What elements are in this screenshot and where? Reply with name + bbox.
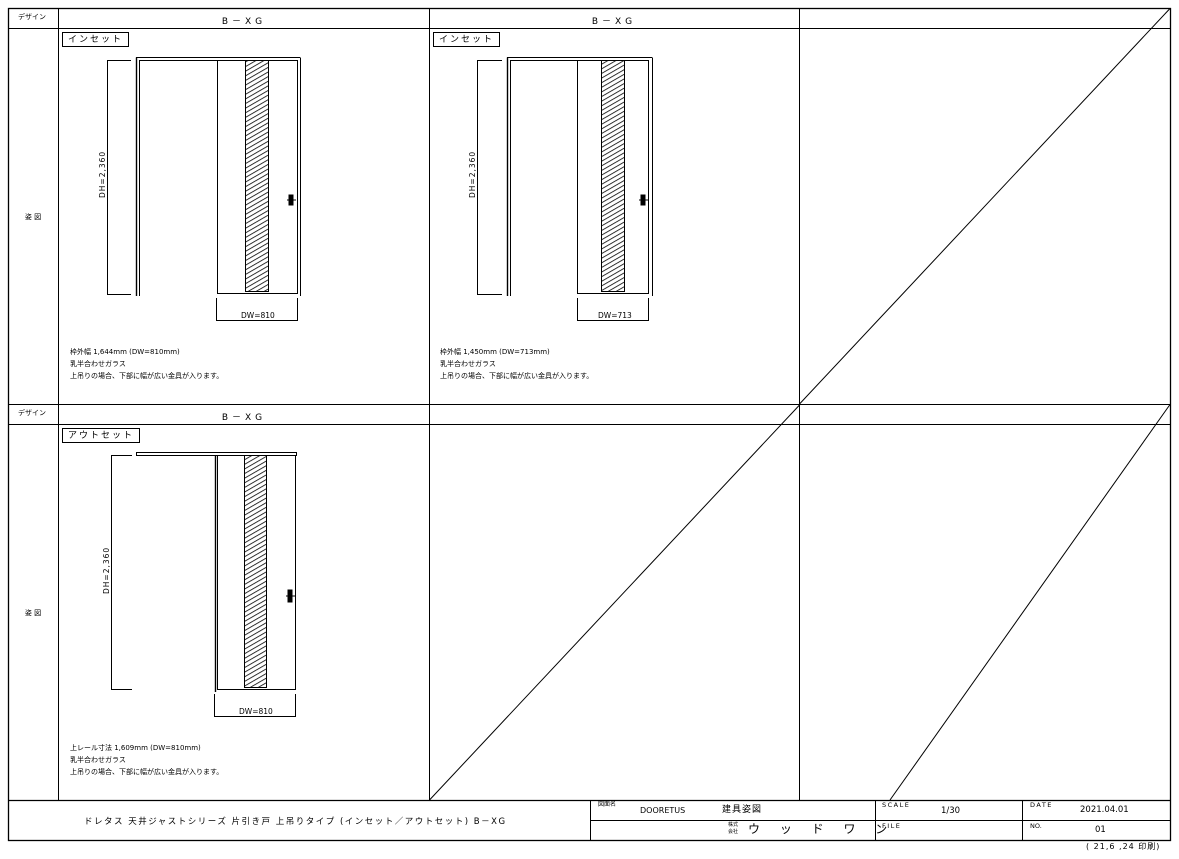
- type-tag: インセット: [62, 32, 130, 47]
- drawing-name-label: 図面名: [598, 801, 617, 808]
- door-width-label: DW=810: [241, 311, 275, 320]
- note-line: 枠外幅 1,450mm (DW=713mm): [440, 348, 550, 356]
- door-height-label: DH=2,360: [102, 546, 111, 594]
- design-header-label: デザイン: [18, 409, 46, 417]
- note-line: 上吊りの場合、下部に幅が広い金具が入ります。: [70, 768, 224, 776]
- type-tag: アウトセット: [62, 428, 141, 443]
- empty-cell-diagonal: [889, 404, 1171, 801]
- row-label: 姿 図: [24, 213, 42, 221]
- brand-name: DOORETUS: [640, 806, 686, 815]
- company-prefix: 会社: [728, 829, 739, 835]
- no-label: NO.: [1030, 822, 1042, 830]
- note-line: 上レール寸法 1,609mm (DW=810mm): [70, 744, 201, 752]
- note-line: 乳半合わせガラス: [70, 360, 126, 368]
- note-line: 上吊りの場合、下部に幅が広い金具が入ります。: [440, 372, 594, 380]
- print-date-note: ( 21,6 ,24 印刷): [1086, 842, 1161, 851]
- file-label: FILE: [882, 822, 902, 830]
- door-drawing-3: [111, 452, 297, 717]
- note-line: 上吊りの場合、下部に幅が広い金具が入ります。: [70, 372, 224, 380]
- scale-label: SCALE: [882, 801, 911, 809]
- drawing-name: 建具姿図: [722, 805, 763, 815]
- door-height-label: DH=2,360: [468, 150, 477, 198]
- door-height-label: DH=2,360: [98, 150, 107, 198]
- scale-value: 1/30: [941, 806, 961, 816]
- drawing-title: ドレタス 天井ジャストシリーズ 片引き戸 上吊りタイプ (インセット／アウトセッ…: [84, 817, 507, 827]
- note-line: 乳半合わせガラス: [440, 360, 496, 368]
- empty-cell-diagonal: [799, 8, 1171, 405]
- type-tag: インセット: [433, 32, 501, 47]
- design-name: B－XG: [221, 413, 267, 423]
- design-name: B－XG: [591, 17, 637, 27]
- design-name: B－XG: [221, 17, 267, 27]
- note-line: 枠外幅 1,644mm (DW=810mm): [70, 348, 180, 356]
- door-width-label: DW=713: [598, 311, 632, 320]
- door-drawing-1: [107, 57, 301, 321]
- company-prefix: 株式: [728, 822, 739, 828]
- note-line: 乳半合わせガラス: [70, 756, 126, 764]
- door-width-label: DW=810: [239, 707, 273, 716]
- company-name: ウ ッ ド ワ ン: [748, 822, 896, 836]
- date-label: DATE: [1030, 801, 1053, 809]
- date-value: 2021.04.01: [1080, 805, 1129, 815]
- no-value: 01: [1095, 825, 1106, 835]
- design-header-label: デザイン: [18, 13, 46, 21]
- row-label: 姿 図: [24, 609, 42, 617]
- door-drawing-2: [477, 57, 653, 321]
- empty-cell-diagonal: [429, 404, 801, 801]
